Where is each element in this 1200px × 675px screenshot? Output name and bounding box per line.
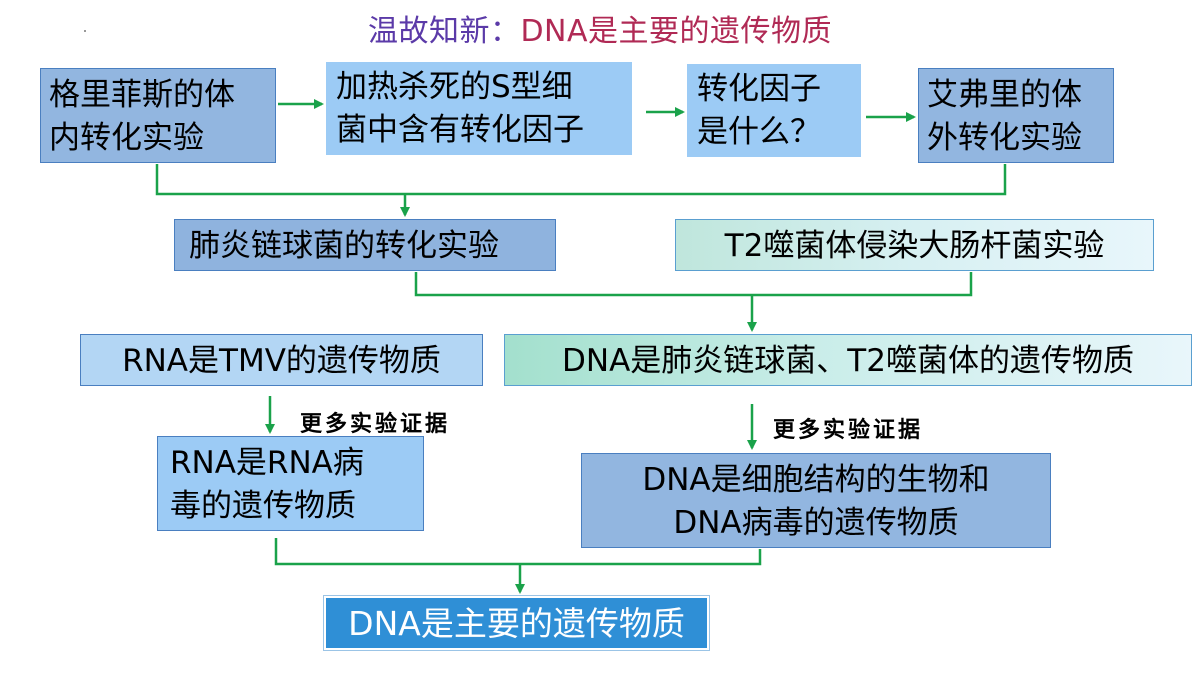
box-heat-killed-line1: 加热杀死的S型细 xyxy=(336,69,573,105)
box-heat-killed-s: 加热杀死的S型细 菌中含有转化因子 xyxy=(326,62,632,155)
box-dna-cellular-line2: DNA病毒的遗传物质 xyxy=(673,505,959,541)
box-rna-virus: RNA是RNA病 毒的遗传物质 xyxy=(157,436,424,531)
box-pneumococcus-transformation: 肺炎链球菌的转化实验 xyxy=(174,219,556,271)
box-griffith-in-vivo: 格里菲斯的体 内转化实验 xyxy=(40,68,276,163)
box-rna-virus-line2: 毒的遗传物质 xyxy=(170,488,356,524)
box-rna-tmv: RNA是TMV的遗传物质 xyxy=(80,334,483,386)
box-rna-virus-line1: RNA是RNA病 xyxy=(170,445,364,481)
page-title: 温故知新：DNA是主要的遗传物质 xyxy=(0,6,1200,50)
box-dna-cellular-line1: DNA是细胞结构的生物和 xyxy=(642,462,990,498)
label-more-evidence-right: 更多实验证据 xyxy=(773,417,924,443)
box-griffith-line1: 格里菲斯的体 xyxy=(49,77,235,113)
box-factor-line2: 是什么？ xyxy=(697,114,821,150)
bracket-bottom xyxy=(274,538,762,566)
box-griffith-line2: 内转化实验 xyxy=(49,120,204,156)
bracket-pneumo-t2 xyxy=(414,272,973,297)
box-dna-cellular-organisms: DNA是细胞结构的生物和 DNA病毒的遗传物质 xyxy=(581,453,1051,548)
title-main: DNA是主要的遗传物质 xyxy=(520,14,833,49)
box-t2-phage-infection: T2噬菌体侵染大肠杆菌实验 xyxy=(675,219,1154,271)
box-avery-in-vitro: 艾弗里的体 外转化实验 xyxy=(918,68,1114,163)
box-avery-line2: 外转化实验 xyxy=(927,120,1082,156)
bracket-griffith-avery xyxy=(155,164,1007,196)
box-factor-question: 转化因子 是什么？ xyxy=(687,64,861,157)
box-heat-killed-line2: 菌中含有转化因子 xyxy=(336,112,584,148)
box-conclusion: DNA是主要的遗传物质 xyxy=(324,596,709,650)
title-prefix: 温故知新： xyxy=(367,14,521,49)
box-dna-pneumo-t2: DNA是肺炎链球菌、T2噬菌体的遗传物质 xyxy=(504,334,1192,386)
dot-mark xyxy=(84,30,86,32)
box-avery-line1: 艾弗里的体 xyxy=(927,77,1082,113)
label-more-evidence-left: 更多实验证据 xyxy=(300,411,451,437)
box-factor-line1: 转化因子 xyxy=(697,71,821,107)
